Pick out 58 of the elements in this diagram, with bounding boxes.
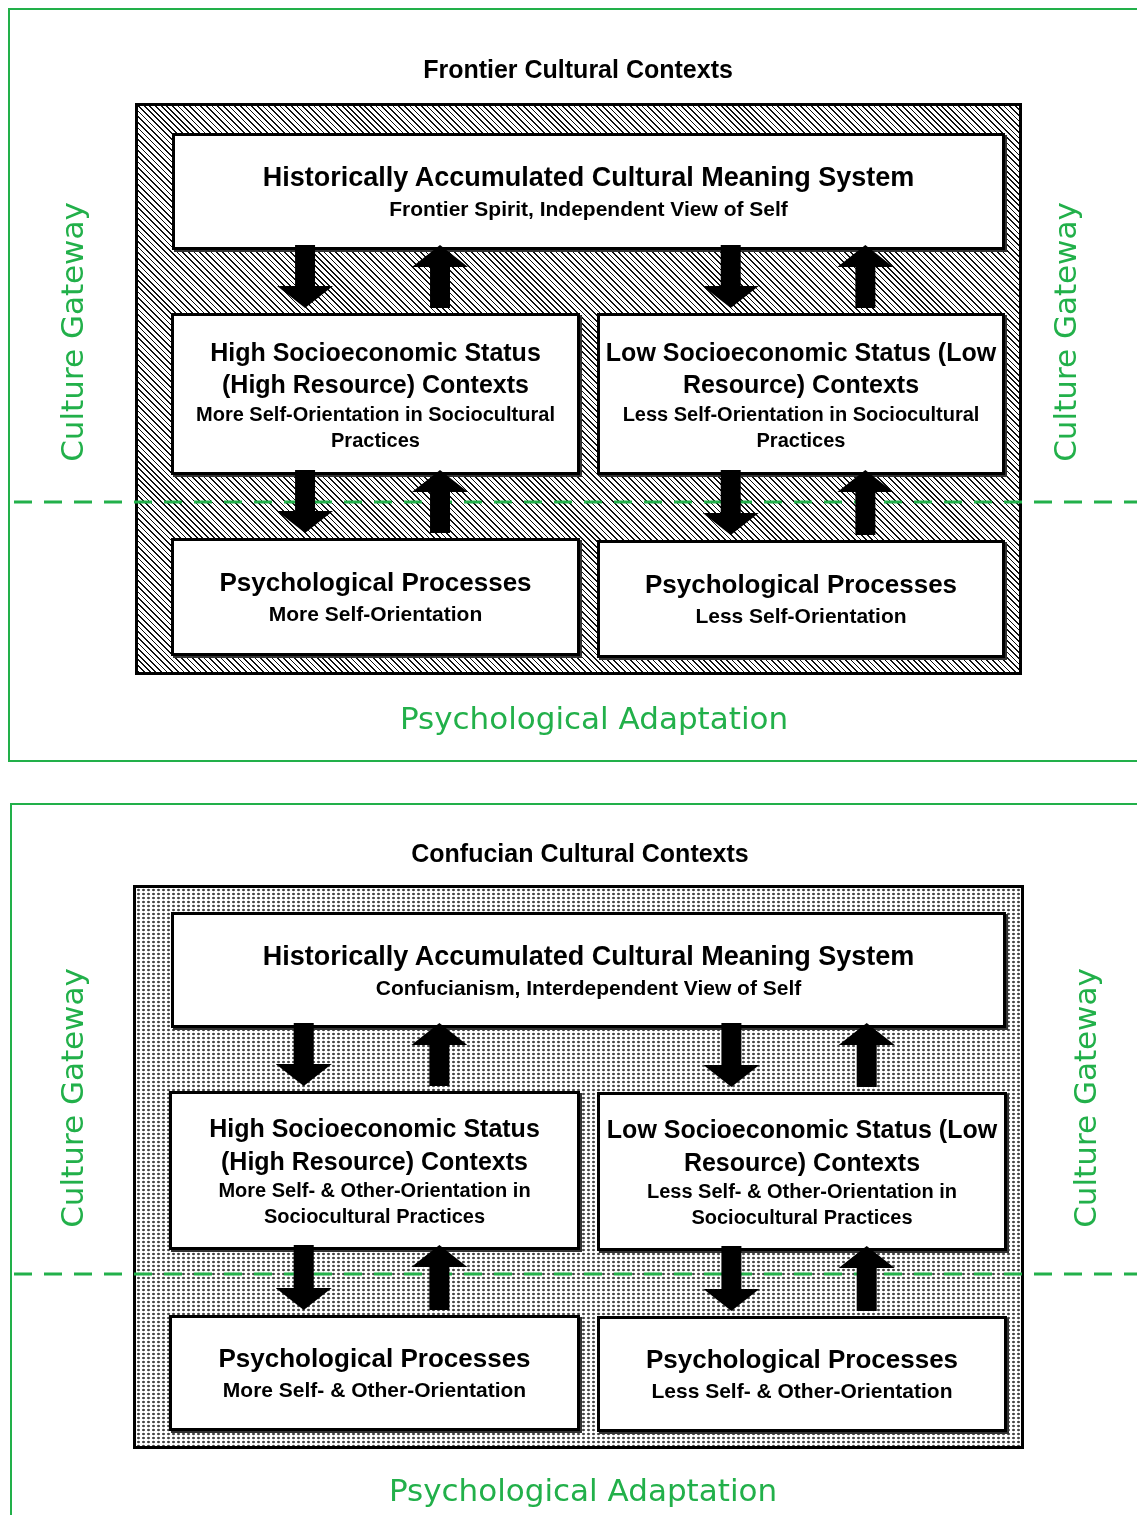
box-text: Less Self-Orientation [695, 603, 907, 630]
block-arrow [702, 245, 759, 308]
panel-frame [10, 803, 1137, 1515]
panel-title: Frontier Cultural Contexts [423, 54, 733, 85]
side-label: Culture Gateway [56, 202, 88, 462]
block-arrow [838, 1246, 895, 1311]
box-text: Less Self- & Other-Orientation [651, 1378, 953, 1405]
block-arrow [275, 1023, 332, 1086]
process-box [169, 1315, 580, 1431]
box-heading: High Socioeconomic Status (High Resource) Contexts [208, 1113, 541, 1177]
side-label: Culture Gateway [1049, 202, 1081, 462]
box-heading: Psychological Processes [644, 568, 958, 602]
process-box [597, 540, 1005, 658]
panel-frame [8, 8, 1137, 762]
box-heading: Psychological Processes [219, 566, 532, 600]
box-heading: Low Socioeconomic Status (Low Resource) Contexts [605, 1114, 999, 1178]
textured-panel [133, 885, 1024, 1449]
process-box [597, 1316, 1007, 1432]
box-heading: Historically Accumulated Cultural Meaning System [262, 161, 915, 195]
process-box [597, 313, 1005, 475]
process-box [169, 1091, 580, 1250]
box-heading: Psychological Processes [645, 1343, 959, 1377]
block-arrow [412, 470, 469, 533]
process-box [597, 1092, 1007, 1251]
process-box [171, 912, 1006, 1028]
bottom-label: Psychological Adaptation [388, 1474, 778, 1506]
box-heading: High Socioeconomic Status (High Resource) Contexts [209, 336, 542, 400]
box-heading: Historically Accumulated Cultural Meaning System [262, 939, 915, 973]
block-arrow [411, 1245, 468, 1310]
box-text: Less Self- & Other-Orientation in Sociocultural Practices [645, 1179, 958, 1230]
block-arrow [702, 470, 759, 535]
block-arrow [837, 245, 894, 308]
box-text: More Self-Orientation [268, 601, 483, 628]
box-heading: Psychological Processes [218, 1342, 531, 1376]
panel-title: Confucian Cultural Contexts [411, 838, 749, 869]
box-text: Frontier Spirit, Independent View of Self [389, 196, 788, 223]
process-box [171, 313, 580, 475]
side-label: Culture Gateway [56, 968, 88, 1228]
box-text: Confucianism, Interdependent View of Self [375, 974, 802, 1001]
bottom-label: Psychological Adaptation [399, 702, 789, 734]
process-box [172, 133, 1005, 250]
box-heading: Low Socioeconomic Status (Low Resource) Contexts [604, 336, 998, 400]
block-arrow [703, 1246, 760, 1311]
side-label: Culture Gateway [1069, 968, 1101, 1228]
box-text: More Self- & Other-Orientation [222, 1377, 527, 1404]
block-arrow [411, 1023, 468, 1086]
block-arrow [838, 1023, 895, 1087]
box-text: More Self-Orientation in Sociocultural Practices [195, 401, 556, 453]
hatched-panel [135, 103, 1022, 675]
block-arrow [837, 470, 894, 535]
process-box [171, 538, 580, 656]
block-arrow [275, 1245, 332, 1310]
block-arrow [412, 245, 469, 308]
block-arrow [277, 245, 334, 308]
box-text: More Self- & Other-Orientation in Sociocultural Practices [217, 1178, 532, 1229]
box-text: Less Self-Orientation in Sociocultural Practices [621, 401, 981, 453]
block-arrow [703, 1023, 760, 1087]
block-arrow [277, 470, 334, 533]
